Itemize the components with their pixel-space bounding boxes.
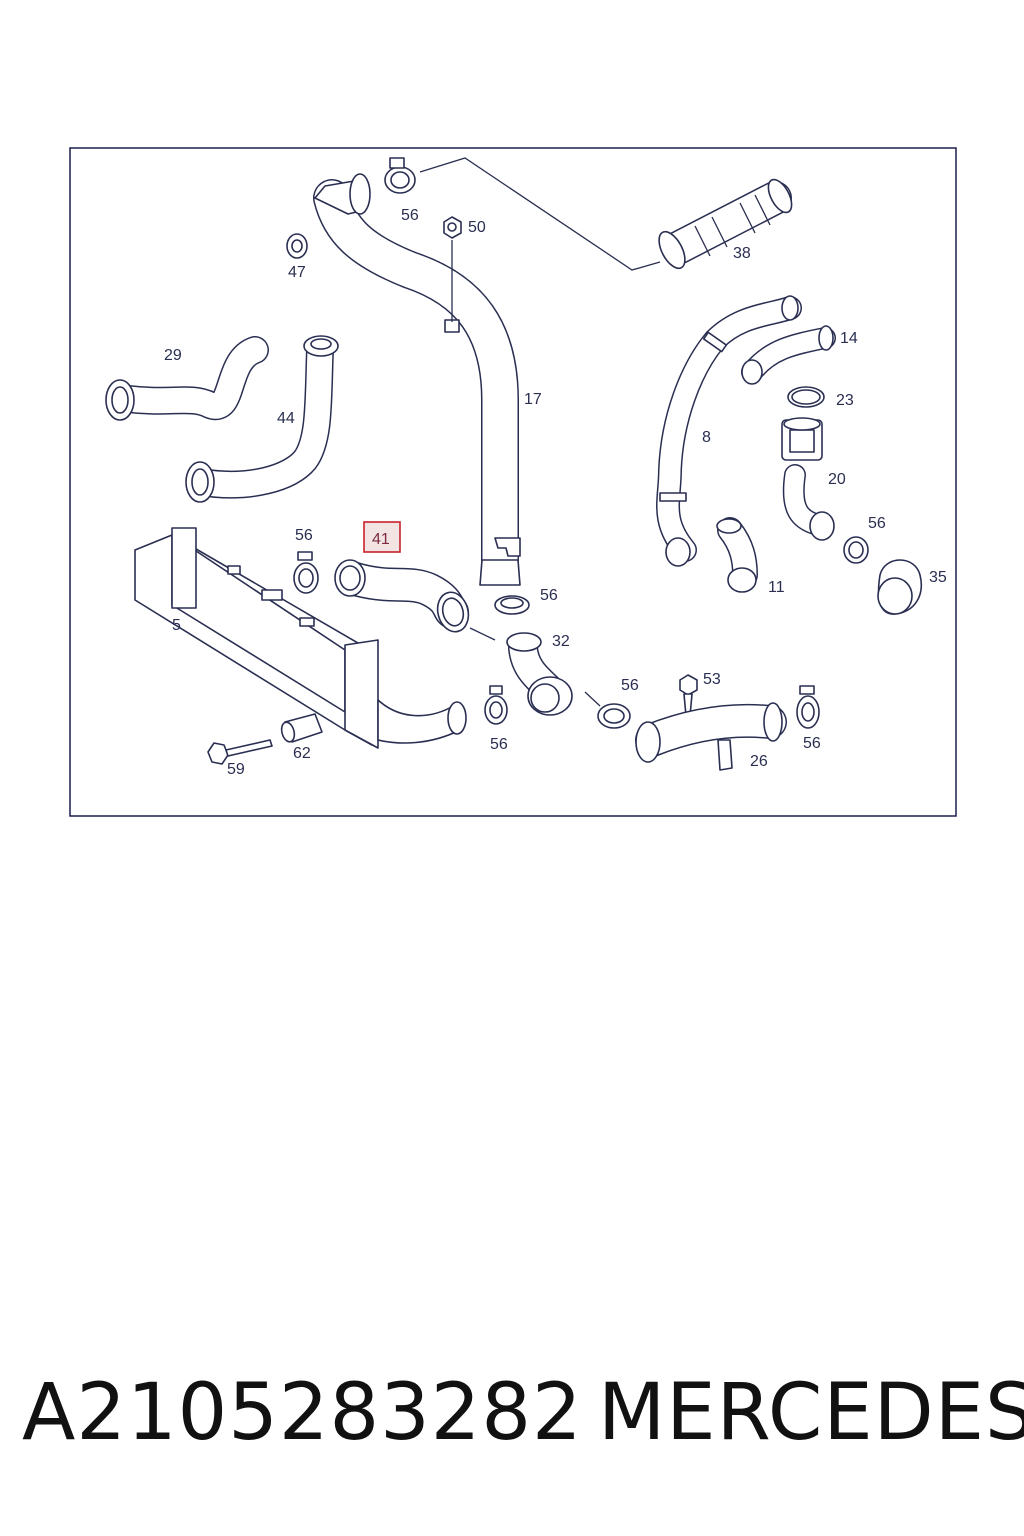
part-41-hose[interactable] <box>334 559 496 641</box>
part-56-clamp-top[interactable] <box>384 157 416 194</box>
highlight-box <box>363 521 401 553</box>
callout-32[interactable]: 32 <box>552 633 570 650</box>
callout-56[interactable]: 56 <box>490 736 508 753</box>
part-50-nut[interactable] <box>443 216 462 239</box>
part-17-charge-pipe[interactable] <box>313 173 521 586</box>
callout-56[interactable]: 56 <box>868 515 886 532</box>
part-8-hose[interactable] <box>656 295 802 567</box>
brand-name: MERCEDES <box>598 1368 1024 1458</box>
callout-20[interactable]: 20 <box>828 471 846 488</box>
part-56-clamp-lower-center[interactable] <box>584 691 631 729</box>
callout-29[interactable]: 29 <box>164 347 182 364</box>
callout-11[interactable]: 11 <box>768 579 785 596</box>
callout-62[interactable]: 62 <box>293 745 311 762</box>
part-5-intercooler[interactable] <box>134 527 467 749</box>
leader-56-38 <box>419 157 661 271</box>
callout-56[interactable]: 56 <box>803 735 821 752</box>
callout-56[interactable]: 56 <box>540 587 558 604</box>
callout-56[interactable]: 56 <box>401 207 419 224</box>
callout-59[interactable]: 59 <box>227 761 245 778</box>
callout-56[interactable]: 56 <box>295 527 313 544</box>
part-14-elbow[interactable] <box>741 325 836 385</box>
callout-44[interactable]: 44 <box>277 410 295 427</box>
part-56-clamp-right-lower[interactable] <box>796 685 820 729</box>
part-56-clamp-right[interactable] <box>843 536 869 564</box>
callout-5[interactable]: 5 <box>172 617 181 634</box>
callout-26[interactable]: 26 <box>750 753 768 770</box>
part-11-elbow[interactable] <box>716 517 758 593</box>
part-47-grommet[interactable] <box>286 233 308 259</box>
part-38-hose[interactable] <box>654 176 797 272</box>
part-26-pipe[interactable] <box>635 702 787 771</box>
part-56-clamp-mid-left[interactable] <box>293 551 319 594</box>
part-56-clamp-center[interactable] <box>494 595 530 615</box>
callout-23[interactable]: 23 <box>836 392 854 409</box>
callout-41[interactable]: 41 <box>372 531 390 548</box>
part-29-hose[interactable] <box>105 336 269 421</box>
part-32-elbow[interactable] <box>506 632 573 716</box>
diagram-frame <box>69 147 957 817</box>
part-59-bolt[interactable] <box>207 739 273 765</box>
part-53-screw[interactable] <box>679 674 698 717</box>
part-20-connector[interactable] <box>781 417 835 541</box>
callout-8[interactable]: 8 <box>702 429 711 446</box>
callout-38[interactable]: 38 <box>733 245 751 262</box>
callout-14[interactable]: 14 <box>840 330 858 347</box>
part-62-spacer[interactable] <box>280 713 323 743</box>
part-56-clamp-lower-left[interactable] <box>484 685 508 725</box>
part-23-o-ring[interactable] <box>787 386 825 408</box>
callout-50[interactable]: 50 <box>468 219 486 236</box>
part-number: A2105283282 <box>22 1368 583 1458</box>
callout-17[interactable]: 17 <box>524 391 542 408</box>
callout-56[interactable]: 56 <box>621 677 639 694</box>
callout-35[interactable]: 35 <box>929 569 947 586</box>
part-35-elbow[interactable] <box>877 559 922 615</box>
callout-53[interactable]: 53 <box>703 671 721 688</box>
footer: A2105283282 MERCEDES <box>0 1360 1024 1480</box>
part-44-hose[interactable] <box>185 335 339 503</box>
callout-47[interactable]: 47 <box>288 264 306 281</box>
